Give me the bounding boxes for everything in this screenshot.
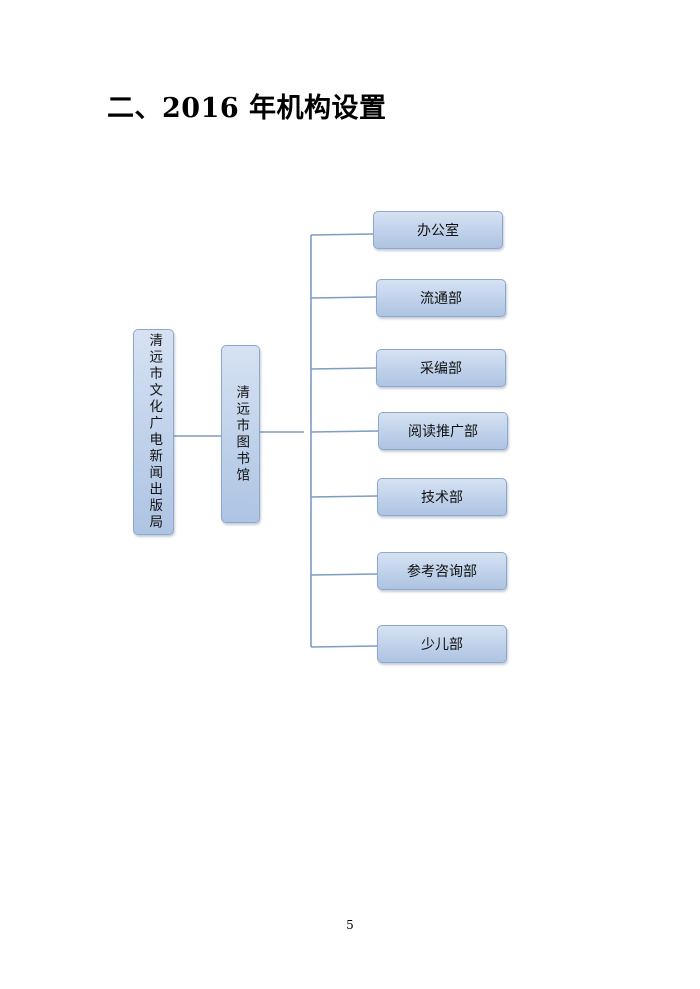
connector-branch-office (310, 233, 374, 236)
org-node-department: 采编部 (376, 349, 506, 387)
page-title: 二、2016 年机构设置 (107, 93, 387, 124)
connector-branch-reference (310, 573, 378, 576)
connector-branch-reading (310, 430, 379, 433)
org-node-root: 清远市文化广电新闻出版局 (133, 329, 174, 535)
org-node-department: 流通部 (376, 279, 506, 317)
org-node-department: 参考咨询部 (377, 552, 507, 590)
connector-branch-circulation (310, 296, 377, 299)
connector-branch-cataloging (310, 367, 377, 370)
org-node-department: 办公室 (373, 211, 503, 249)
org-node-department: 阅读推广部 (378, 412, 508, 450)
connector-branch-children (310, 645, 378, 648)
page-number: 5 (346, 918, 354, 932)
org-node-department: 技术部 (377, 478, 507, 516)
org-node-library: 清远市图书馆 (221, 345, 260, 523)
org-node-department: 少儿部 (377, 625, 507, 663)
connector-branch-technology (310, 495, 378, 498)
